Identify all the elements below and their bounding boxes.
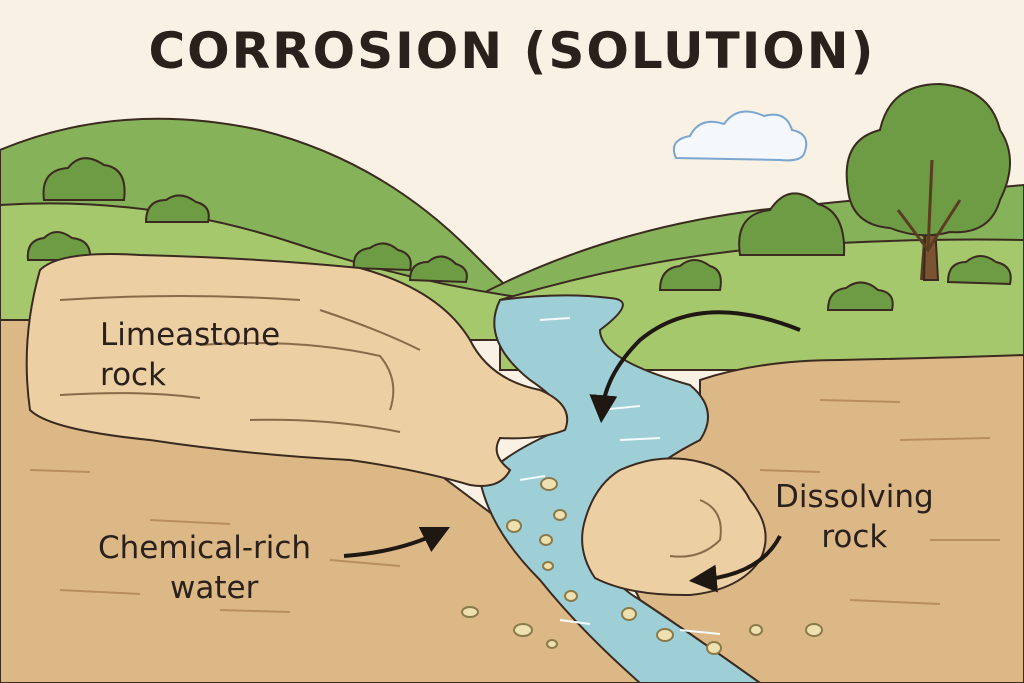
label-dissolving-line2: rock <box>821 519 888 555</box>
label-dissolving-line1: Dissolving <box>775 479 934 515</box>
label-chemical-rich-water: Chemical-rich water <box>98 528 311 608</box>
label-limestone-line2: rock <box>100 357 167 393</box>
soil-texture-lines <box>29 399 1000 613</box>
limestone-rock <box>25 253 569 487</box>
label-limestone-rock: Limeastone rock <box>100 315 280 395</box>
arrow-chemical-water <box>343 526 451 558</box>
cloud-icon <box>672 110 808 162</box>
tree-icon <box>845 82 1011 281</box>
label-limestone-line1: Limeastone <box>100 317 281 353</box>
arrow-dissolving-rock <box>688 535 782 593</box>
dissolving-rock <box>581 457 767 597</box>
diagram-title: CORROSION (SOLUTION) <box>148 22 876 80</box>
label-dissolving-rock: Dissolving rock <box>775 477 934 557</box>
rock-strata <box>59 295 421 433</box>
bushes <box>26 157 1012 311</box>
label-chemical-line2: water <box>170 570 259 606</box>
rock-particles <box>461 477 823 655</box>
label-chemical-line1: Chemical-rich <box>98 530 312 566</box>
arrow-river-flow <box>589 310 801 424</box>
